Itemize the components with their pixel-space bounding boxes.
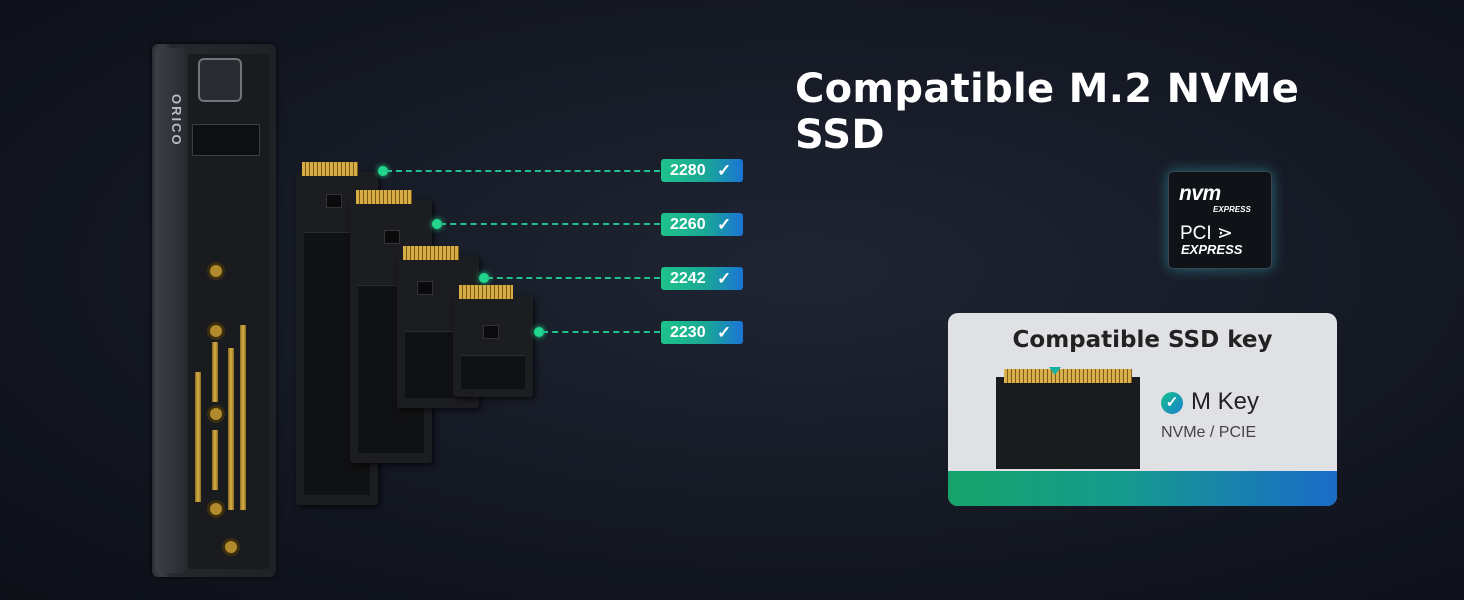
brand-logo: ORICO <box>169 93 184 147</box>
screw-icon <box>207 500 225 518</box>
nvme-pcie-logo: nvm EXPRESS PCI ⋗ EXPRESS <box>1168 171 1272 269</box>
m-key-label: M Key <box>1191 388 1260 415</box>
check-icon: ✓ <box>717 323 732 342</box>
screw-icon <box>207 262 225 280</box>
size-label: 2280 <box>670 162 706 179</box>
connector-dot <box>479 273 489 283</box>
connector-dot <box>432 219 442 229</box>
connector-dot <box>378 166 388 176</box>
key-notch-marker <box>1049 367 1061 375</box>
screw-icon <box>207 405 225 423</box>
size-label: 2260 <box>670 216 706 233</box>
size-tag-2280: 2280 ✓ <box>661 159 743 182</box>
key-panel-title: Compatible SSD key <box>1012 327 1273 353</box>
check-icon: ✓ <box>717 215 732 234</box>
express-small-text: EXPRESS <box>1213 205 1251 214</box>
protocol-label: NVMe / PCIE <box>1161 424 1257 441</box>
size-tag-2260: 2260 ✓ <box>661 213 743 236</box>
mount-bar <box>212 342 218 402</box>
size-label: 2242 <box>670 270 706 287</box>
m-key-ssd-image <box>996 369 1140 469</box>
pci-text: PCI ⋗ <box>1180 223 1233 244</box>
page-title: Compatible M.2 NVMe SSD <box>795 66 1300 158</box>
size-tag-2230: 2230 ✓ <box>661 321 743 344</box>
express-text: EXPRESS <box>1181 242 1243 257</box>
connector-line <box>386 170 660 172</box>
size-label: 2230 <box>670 324 706 341</box>
screw-icon <box>222 538 240 556</box>
check-icon: ✓ <box>717 161 732 180</box>
ssd-2260-image <box>350 190 432 463</box>
connector-line <box>440 223 660 225</box>
connector-dot <box>534 327 544 337</box>
screw-icon <box>207 322 225 340</box>
mount-bar <box>212 430 218 490</box>
connector-line <box>487 277 660 279</box>
check-icon: ✓ <box>717 269 732 288</box>
ssd-key-panel: Compatible SSD key ✓ M Key NVMe / PCIE <box>948 313 1337 506</box>
mount-bar <box>240 325 246 510</box>
gradient-bar <box>948 471 1337 506</box>
check-circle-icon: ✓ <box>1161 392 1183 414</box>
usb-c-port-icon <box>198 58 242 102</box>
connector-line <box>542 331 660 333</box>
m2-slot <box>192 124 260 156</box>
nvm-text: nvm <box>1179 182 1221 205</box>
size-tag-2242: 2242 ✓ <box>661 267 743 290</box>
ssd-2230-image <box>453 285 533 397</box>
mount-bar <box>228 348 234 510</box>
mount-bar <box>195 372 201 502</box>
